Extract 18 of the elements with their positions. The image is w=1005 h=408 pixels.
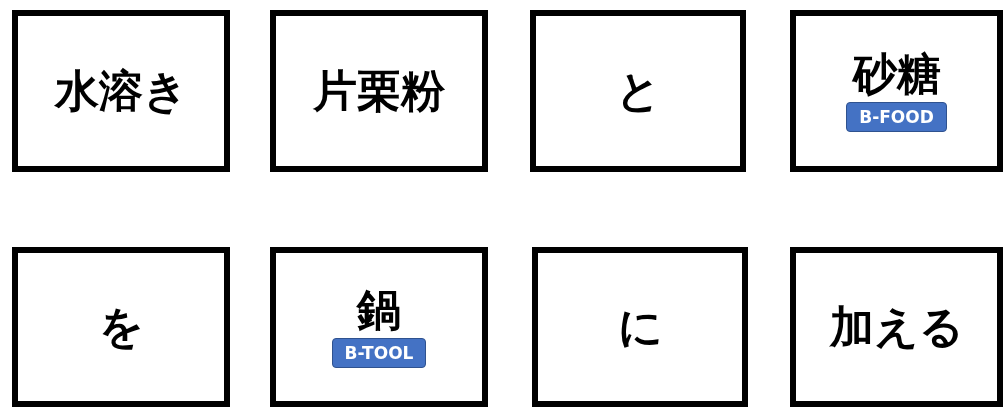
word-text: を [98,302,144,352]
category-tag: B-TOOL [331,338,427,369]
word-box [530,10,746,172]
word-box [532,247,748,407]
word-box [12,247,230,407]
category-tag: B-FOOD [846,102,947,133]
word-text: 片栗粉 [313,66,445,116]
word-text: 水溶き [54,66,188,116]
word-box [270,10,488,172]
word-box [270,247,488,407]
word-box [790,10,1003,172]
word-text: 砂糖 [852,49,941,98]
word-text: 鍋 [357,285,401,334]
word-text: に [617,302,663,352]
word-box [790,247,1003,407]
word-text: 加える [829,302,964,352]
word-box [12,10,230,172]
word-text: と [615,66,661,116]
